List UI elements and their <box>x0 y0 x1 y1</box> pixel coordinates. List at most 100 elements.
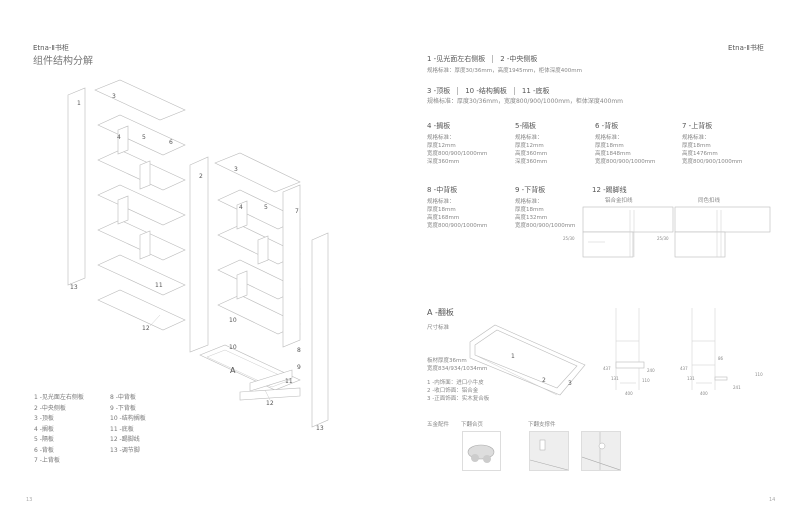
spec-line: 规格标准： <box>515 199 543 205</box>
dim-label: 25/30 <box>563 236 575 241</box>
spec-line: 厚度18mm <box>682 143 711 149</box>
label-2: 2 <box>199 173 203 180</box>
dim: 131 <box>611 376 619 381</box>
tray-label-3: 3 <box>568 380 572 387</box>
legend-item: 8 -中背板 <box>110 394 136 401</box>
spec-line: 高度1476mm <box>682 151 718 157</box>
label-5: 5 <box>142 134 146 141</box>
material-line: 1 -内饰面：进口小牛皮 <box>427 380 484 386</box>
legend-item: 9 -下背板 <box>110 404 136 412</box>
dim-label: 25/30 <box>657 236 669 241</box>
legend-item: 5 -隔板 <box>34 436 54 443</box>
spec-line: 高度168mm <box>427 215 460 221</box>
part-6: 6 -背板 规格标准： 厚度18mm 高度1848mm 宽度800/900/10… <box>595 121 655 166</box>
part-8: 8 -中背板 规格标准： 厚度18mm 高度168mm 宽度800/900/10… <box>427 185 487 230</box>
label-4: 4 <box>117 134 121 141</box>
dim: 400 <box>700 391 708 396</box>
label-5: 5 <box>264 204 268 211</box>
elevation-drawings: 437 131 240 110 400 437 131 86 110 400 2… <box>600 305 800 400</box>
label-3: 3 <box>234 166 238 173</box>
label-10: 10 <box>229 317 237 324</box>
label-12: 12 <box>266 400 274 407</box>
material-line: 2 -收口饰面：铝合金 <box>427 388 479 394</box>
page-number-right: 14 <box>769 497 776 503</box>
spec-line: 规格标准： <box>427 135 455 141</box>
label-3: 3 <box>112 93 116 100</box>
skirting-option-aluminium: 铝合金扣线 <box>605 198 633 204</box>
spec-line: 宽度800/900/1000mm <box>427 151 488 157</box>
legend-item: 7 -上背板 <box>34 457 60 464</box>
spec-line: 高度360mm <box>515 151 548 157</box>
part-title: 8 -中背板 <box>427 186 458 194</box>
legend-item: 11 -底板 <box>110 425 134 433</box>
spec-line: 深度360mm <box>515 159 548 165</box>
label-7: 7 <box>295 208 299 215</box>
spec-line: 宽度800/900/1000mm <box>682 159 743 165</box>
spec: 规格标准：厚度30/36mm，高度1945mm，柜体深度400mm <box>427 68 582 74</box>
exploded-diagram: 1 3 4 5 6 13 11 12 2 3 4 5 7 10 10 8 A 9… <box>0 0 400 440</box>
label-A: A <box>230 366 236 375</box>
tray-label-2: 2 <box>542 377 546 384</box>
left-page-title: Etna-Ⅱ书柜 <box>33 44 69 52</box>
dim: 86 <box>718 356 724 361</box>
flap-title: A -翻板 <box>427 308 454 317</box>
legend-item: 6 -背板 <box>34 446 54 454</box>
spec-line: 规格标准： <box>427 199 455 205</box>
spec-line: 规格标准： <box>682 135 710 141</box>
label-12: 12 <box>142 325 150 332</box>
material-line: 3 -正面饰面：实木复合板 <box>427 396 490 402</box>
part-title: 4 -搁板 <box>427 122 451 130</box>
legend-column-2: 8 -中背板 9 -下背板 10 -结构搁板 11 -底板 12 -踢脚线 13… <box>110 393 146 456</box>
left-page-subtitle: 组件结构分解 <box>33 56 93 67</box>
label-9: 9 <box>297 364 301 371</box>
spec-line: 厚度18mm <box>427 207 456 213</box>
legend-item: 10 -结构搁板 <box>110 415 146 422</box>
dim: 110 <box>755 372 763 377</box>
flap-materials: 1 -内饰面：进口小牛皮 2 -收口饰面：铝合金 3 -正面饰面：实木复合板 <box>427 379 489 403</box>
part-4: 4 -搁板 规格标准： 厚度12mm 宽度800/900/1000mm 深度36… <box>427 121 487 166</box>
label-8: 8 <box>297 347 301 354</box>
hinge-image <box>462 431 501 471</box>
label-6: 6 <box>169 139 173 146</box>
spec-line: 厚度12mm <box>427 143 456 149</box>
part-9: 9 -下背板 规格标准： 厚度18mm 高度132mm 宽度800/900/10… <box>515 185 575 230</box>
part-title: 6 -背板 <box>595 122 619 130</box>
part-title: 5-隔板 <box>515 122 536 130</box>
dim: 437 <box>603 366 611 371</box>
tray-label-1: 1 <box>511 353 515 360</box>
spec-line: 板材厚度36mm <box>427 358 467 364</box>
spec-line: 厚度18mm <box>515 207 544 213</box>
spec-line: 深度360mm <box>427 159 460 165</box>
flap-specs: 板材厚度36mm 宽度834/934/1034mm <box>427 357 487 373</box>
heading: 10 -结构搁板 <box>465 87 507 95</box>
spec-line: 高度132mm <box>515 215 548 221</box>
legend-item: 2 -中央侧板 <box>34 404 66 412</box>
skirting-option-same-color: 同色扣线 <box>698 198 721 204</box>
dim: 110 <box>642 378 650 383</box>
heading: 2 -中央侧板 <box>500 55 538 63</box>
label-11: 11 <box>285 378 293 385</box>
flap-tray-drawing: 1 2 3 <box>465 320 590 400</box>
dim: 400 <box>625 391 633 396</box>
hardware-label: 五金配件 <box>427 422 450 428</box>
skirting-drawings: 25/30 25/30 <box>560 205 800 260</box>
legend-item: 1 -见光面左右侧板 <box>34 394 84 401</box>
spec-line: 宽度834/934/1034mm <box>427 366 488 372</box>
spec-line: 厚度18mm <box>595 143 624 149</box>
part-7: 7 -上背板 规格标准： 厚度18mm 高度1476mm 宽度800/900/1… <box>682 121 742 166</box>
spec-line: 高度1848mm <box>595 151 631 157</box>
label-4: 4 <box>239 204 243 211</box>
hinge-label: 下翻合页 <box>461 422 484 428</box>
legend-item: 12 -踢脚线 <box>110 436 140 443</box>
label-11: 11 <box>155 282 163 289</box>
page-number-left: 13 <box>26 497 33 503</box>
flap-size-label: 尺寸标准 <box>427 325 450 331</box>
spec-line: 厚度12mm <box>515 143 544 149</box>
dim: 437 <box>680 366 688 371</box>
part-5: 5-隔板 规格标准： 厚度12mm 高度360mm 深度360mm <box>515 121 547 166</box>
dim: 240 <box>647 368 655 373</box>
spec-line: 宽度800/900/1000mm <box>515 223 576 229</box>
dim: 241 <box>733 385 741 390</box>
